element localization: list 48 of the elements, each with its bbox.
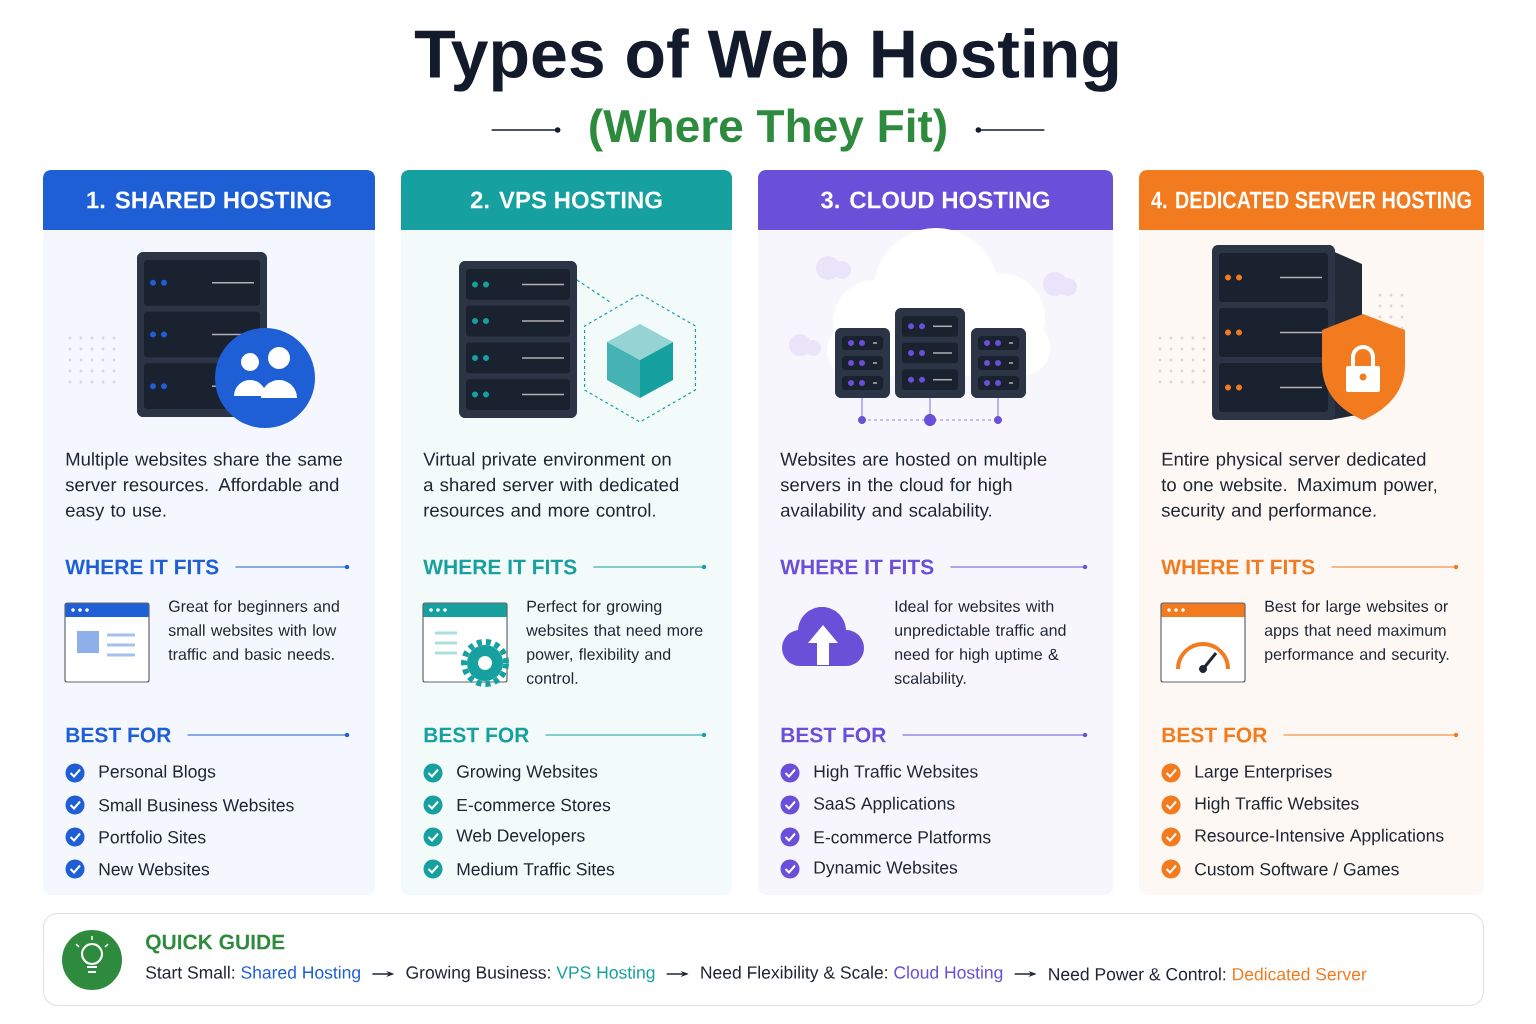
description-text: Virtual private environment on a shared server with dedicated resources and more control. (423, 452, 678, 517)
list-item: Personal Blogs (99, 764, 216, 782)
guide-step: Need Power & Control: Dedicated Server (1049, 967, 1367, 981)
section-heading: WHERE IT FITS (423, 559, 577, 575)
description-text: Best for large websites or apps that need maximum performance and security. (1264, 600, 1449, 664)
card-header: 2. VPS HOSTING (401, 170, 732, 230)
section-heading: QUICK GUIDE (146, 934, 285, 954)
hosting-card (401, 170, 732, 895)
description-text: Websites are hosted on multiple servers in the cloud for high availability and scalability. (780, 452, 1047, 521)
list-item: E-commerce Stores (457, 798, 611, 812)
description-text: Entire physical server dedicated to one website. Maximum power, security and performance. (1161, 452, 1437, 521)
card-header: 1. SHARED HOSTING (43, 170, 375, 230)
list-item: New Websites (99, 862, 210, 876)
section-heading: BEST FOR (1162, 727, 1267, 743)
section-heading: WHERE IT FITS (1161, 559, 1315, 575)
description-text: Multiple websites share the same server resources. Affordable and easy to use. (65, 452, 342, 521)
list-item: Growing Websites (457, 764, 598, 782)
section-heading: BEST FOR (781, 727, 886, 743)
list-item: Portfolio Sites (99, 830, 206, 844)
list-item: E-commerce Platforms (814, 830, 991, 844)
description-text: Perfect for growing websites that need more power, flexibility and control. (526, 600, 703, 684)
list-item: Small Business Websites (99, 798, 294, 812)
list-item: Dynamic Websites (814, 860, 958, 878)
list-item: Resource-Intensive Applications (1195, 828, 1444, 846)
description-text: Great for beginners and small websites with low traffic and basic needs. (168, 600, 339, 660)
section-heading: BEST FOR (66, 727, 171, 743)
card-header: 3. CLOUD HOSTING (758, 170, 1113, 230)
guide-step: Start Small: Shared Hosting (146, 965, 360, 983)
list-item: High Traffic Websites (1195, 796, 1359, 814)
list-item: High Traffic Websites (814, 764, 978, 782)
hosting-card (1139, 170, 1484, 895)
list-item: Large Enterprises (1195, 764, 1332, 782)
title: Types of Web Hosting (414, 28, 1118, 92)
description-text: Ideal for websites with unpredictable traffic and need for high uptime & scalability. (894, 600, 1066, 688)
guide-step: Growing Business: VPS Hosting (406, 965, 655, 983)
hosting-card (758, 170, 1113, 895)
card-header: 4. DEDICATED SERVER HOSTING (1139, 170, 1484, 230)
list-item: Medium Traffic Sites (457, 862, 615, 876)
guide-step: Need Flexibility & Scale: Cloud Hosting (701, 965, 1003, 983)
section-heading: WHERE IT FITS (780, 559, 934, 575)
list-item: SaaS Applications (814, 796, 955, 814)
section-heading: BEST FOR (424, 727, 529, 743)
section-heading: WHERE IT FITS (65, 559, 219, 575)
list-item: Web Developers (456, 828, 585, 846)
hosting-card (43, 170, 375, 895)
quick-guide-panel (43, 913, 1484, 1006)
list-item: Custom Software / Games (1195, 862, 1399, 876)
subtitle: (Where They Fit) (590, 108, 946, 152)
